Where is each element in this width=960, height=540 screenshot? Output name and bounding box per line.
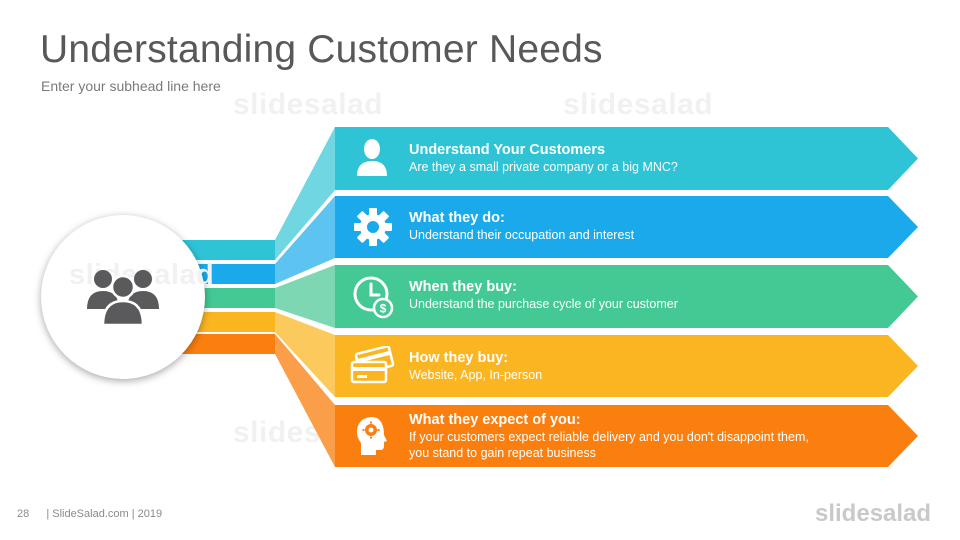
fan-connector-5 bbox=[275, 334, 335, 467]
row-description: Website, App, In-person bbox=[409, 368, 543, 382]
fan-connector-2 bbox=[275, 196, 335, 284]
row-title: What they expect of you: bbox=[409, 412, 581, 428]
connector-stub-2 bbox=[180, 264, 275, 284]
clock-dollar-icon: $ bbox=[353, 276, 394, 319]
slide-subtitle: Enter your subhead line here bbox=[41, 78, 221, 94]
connector-stub-1 bbox=[180, 240, 275, 260]
footer: 28 | SlideSalad.com | 2019 bbox=[17, 508, 162, 520]
page-number: 28 bbox=[17, 508, 30, 520]
arrow-banner-1 bbox=[335, 127, 918, 190]
arrow-banner-2 bbox=[335, 196, 918, 258]
row-title: What they do: bbox=[409, 210, 505, 226]
group-users-icon bbox=[87, 270, 159, 327]
row-title: When they buy: bbox=[409, 279, 517, 295]
row-4: How they buy: Website, App, In-person bbox=[409, 349, 542, 383]
fan-connector-1 bbox=[275, 127, 335, 260]
row-title: How they buy: bbox=[409, 350, 509, 366]
user-icon bbox=[357, 139, 387, 176]
connector-stub-4 bbox=[180, 312, 275, 332]
footer-text: | SlideSalad.com | 2019 bbox=[46, 508, 163, 520]
row-2: What they do: Understand their occupatio… bbox=[409, 209, 634, 243]
head-gear-icon bbox=[357, 417, 387, 455]
fan-connector-4 bbox=[275, 312, 335, 397]
row-title: Understand Your Customers bbox=[409, 142, 606, 158]
row-description: Are they a small private company or a bi… bbox=[409, 160, 678, 174]
brand-logo: slidesalad bbox=[815, 500, 932, 527]
row-5: What they expect of you: If your custome… bbox=[409, 411, 809, 461]
arrow-banner-4 bbox=[335, 335, 918, 397]
row-description: you stand to gain repeat business bbox=[409, 446, 596, 460]
connector-stub-5 bbox=[180, 334, 275, 354]
arrow-banner-3 bbox=[335, 265, 918, 328]
row-3: When they buy: Understand the purchase c… bbox=[409, 278, 678, 312]
row-description: If your customers expect reliable delive… bbox=[409, 430, 809, 444]
slide-title: Understanding Customer Needs bbox=[40, 28, 603, 71]
svg-text:$: $ bbox=[380, 302, 387, 316]
row-1: Understand Your Customers Are they a sma… bbox=[409, 141, 678, 175]
credit-cards-icon bbox=[350, 346, 395, 384]
fan-connector-3 bbox=[275, 265, 335, 328]
row-description: Understand the purchase cycle of your cu… bbox=[409, 297, 678, 311]
row-description: Understand their occupation and interest bbox=[409, 228, 635, 242]
gear-icon bbox=[354, 208, 392, 246]
arrow-banner-5 bbox=[335, 405, 918, 467]
center-circle: slidesalad bbox=[41, 215, 214, 379]
